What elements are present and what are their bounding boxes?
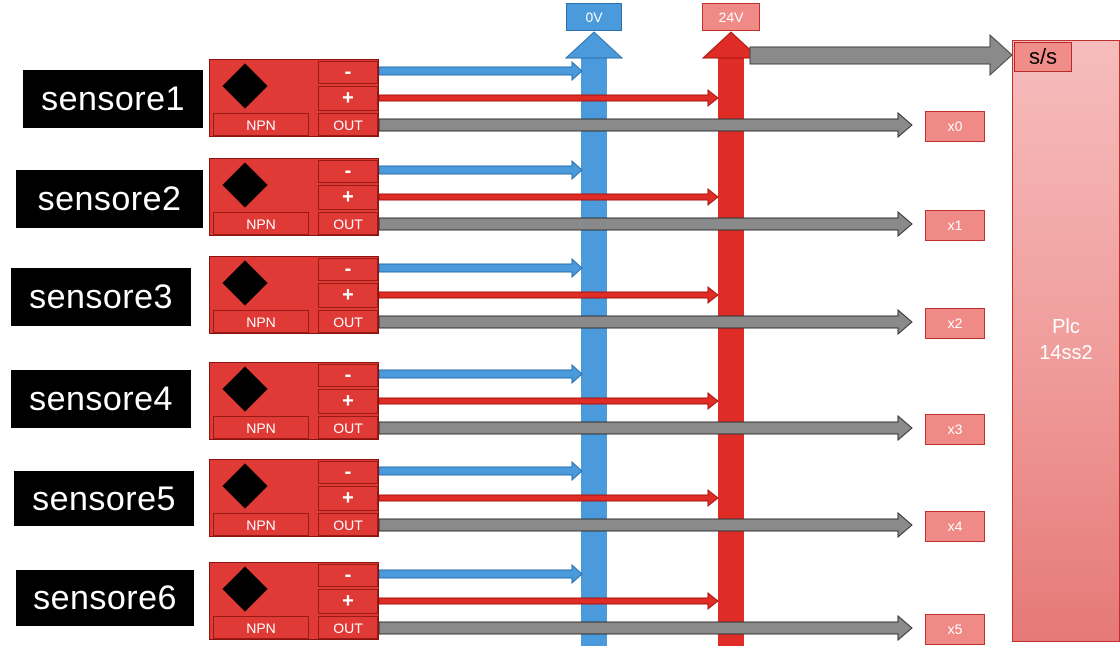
negative-wire-arrow [378, 257, 583, 279]
sensor-diamond-icon [222, 366, 268, 412]
output-wire-arrow [378, 111, 913, 139]
zero-volt-label-text: 0V [585, 9, 603, 25]
sensor-type-label: NPN [213, 113, 309, 136]
sensor-name-label: sensore1 [23, 70, 203, 128]
output-wire-arrow [378, 511, 913, 539]
sensor-minus-terminal: - [318, 461, 378, 484]
plc-title-line2: 14ss2 [1039, 342, 1093, 364]
negative-wire-arrow [378, 563, 583, 585]
sensor-diamond-icon [222, 162, 268, 208]
plc-input-label: x4 [925, 510, 985, 542]
sensor-minus-terminal: - [318, 564, 378, 587]
positive-wire-arrow [378, 591, 719, 611]
positive-wire-arrow [378, 488, 719, 508]
sensor-plus-terminal: + [318, 86, 378, 111]
positive-wire-arrow [378, 88, 719, 108]
sensor-name-label: sensore5 [14, 471, 194, 526]
plc-input-label: x1 [925, 209, 985, 241]
sensor-plus-terminal: + [318, 283, 378, 308]
sensor-diamond-icon [222, 566, 268, 612]
negative-wire-arrow [378, 460, 583, 482]
sensor-plus-terminal: + [318, 389, 378, 414]
zero-volt-rail-body [581, 58, 607, 646]
plc-title: Plc 14ss2 [1012, 314, 1120, 366]
output-wire-arrow [378, 614, 913, 642]
sensor-type-label: NPN [213, 310, 309, 333]
sensor-block: -+ NPN OUT [209, 362, 379, 440]
negative-wire-arrow [378, 60, 583, 82]
sensor-minus-terminal: - [318, 160, 378, 183]
sensor-out-terminal: OUT [318, 513, 378, 536]
ss-terminal: s/s [1014, 42, 1072, 72]
sensor-block: -+ NPN OUT [209, 158, 379, 236]
sensor-out-terminal: OUT [318, 212, 378, 235]
sensor-minus-terminal: - [318, 61, 378, 84]
sensor-out-terminal: OUT [318, 616, 378, 639]
ss-wire-arrow [749, 33, 1013, 77]
sensor-block: -+ NPN OUT [209, 256, 379, 334]
sensor-name-label: sensore2 [16, 170, 203, 228]
sensor-plus-terminal: + [318, 589, 378, 614]
sensor-name-label: sensore6 [16, 570, 194, 626]
plc-title-line1: Plc [1052, 316, 1080, 338]
twentyfour-volt-rail-arrowhead [701, 31, 761, 59]
sensor-diamond-icon [222, 260, 268, 306]
sensor-name-label: sensore4 [11, 370, 191, 428]
plc-input-label: x2 [925, 307, 985, 339]
sensor-out-terminal: OUT [318, 416, 378, 439]
plc-input-label: x0 [925, 110, 985, 142]
sensor-out-terminal: OUT [318, 310, 378, 333]
negative-wire-arrow [378, 159, 583, 181]
sensor-diamond-icon [222, 463, 268, 509]
sensor-block: -+ NPN OUT [209, 459, 379, 537]
positive-wire-arrow [378, 285, 719, 305]
sensor-diamond-icon [222, 63, 268, 109]
output-wire-arrow [378, 308, 913, 336]
twentyfour-volt-rail-body [718, 58, 744, 646]
sensor-block: -+ NPN OUT [209, 562, 379, 640]
zero-volt-label: 0V [566, 3, 622, 31]
sensor-type-label: NPN [213, 513, 309, 536]
sensor-name-label: sensore3 [11, 268, 191, 326]
sensor-plus-terminal: + [318, 185, 378, 210]
sensor-minus-terminal: - [318, 258, 378, 281]
sensor-type-label: NPN [213, 616, 309, 639]
sensor-block: -+ NPN OUT [209, 59, 379, 137]
sensor-type-label: NPN [213, 416, 309, 439]
sensor-minus-terminal: - [318, 364, 378, 387]
sensor-type-label: NPN [213, 212, 309, 235]
twentyfour-volt-label-text: 24V [718, 9, 744, 25]
sensor-plus-terminal: + [318, 486, 378, 511]
plc-input-label: x5 [925, 613, 985, 645]
sensor-out-terminal: OUT [318, 113, 378, 136]
plc-input-label: x3 [925, 413, 985, 445]
negative-wire-arrow [378, 363, 583, 385]
ss-terminal-text: s/s [1028, 44, 1058, 69]
positive-wire-arrow [378, 391, 719, 411]
output-wire-arrow [378, 210, 913, 238]
zero-volt-rail-arrowhead [564, 31, 624, 59]
positive-wire-arrow [378, 187, 719, 207]
output-wire-arrow [378, 414, 913, 442]
twentyfour-volt-label: 24V [702, 3, 760, 31]
